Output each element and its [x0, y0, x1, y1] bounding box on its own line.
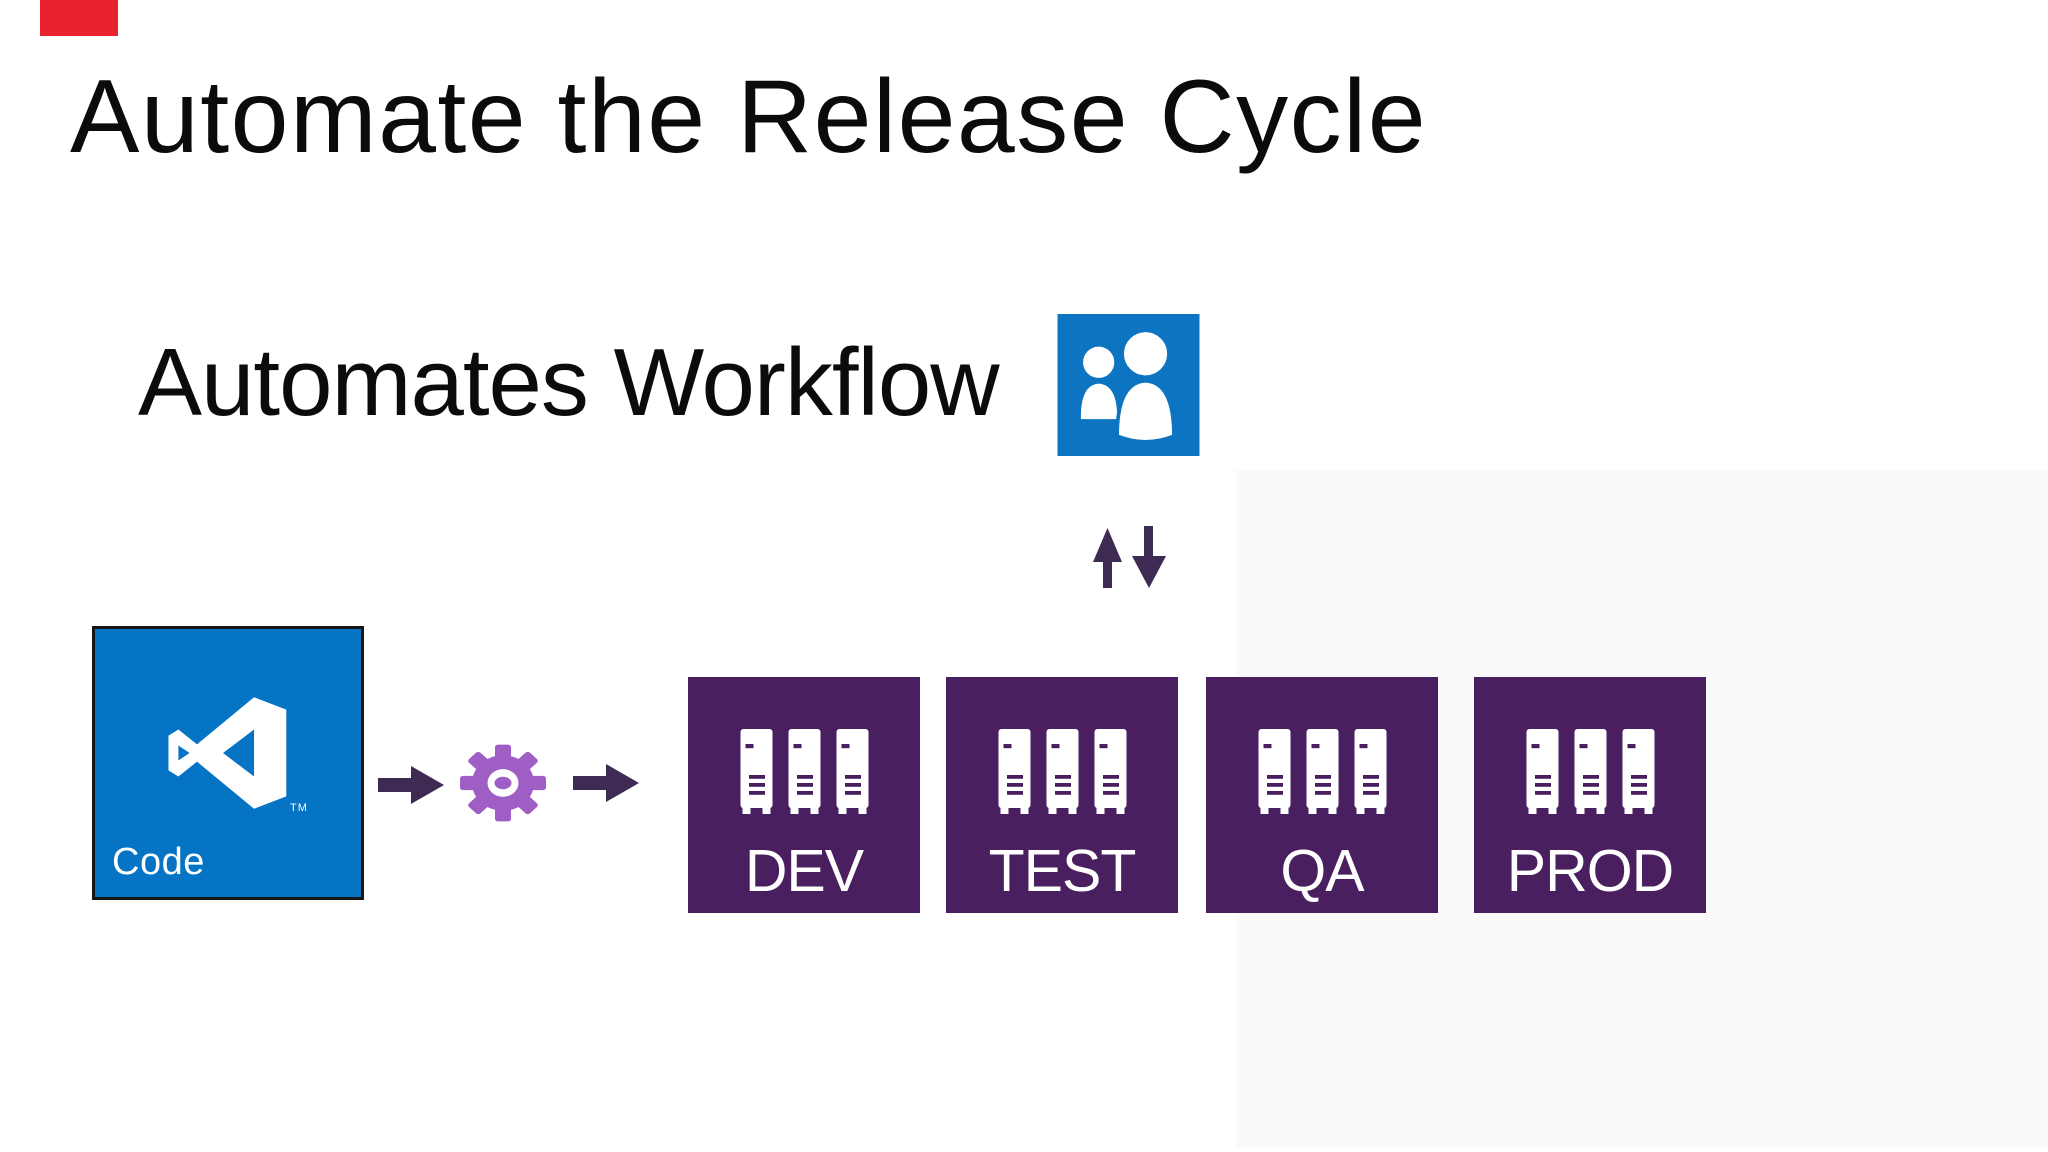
env-label-test: TEST [988, 838, 1137, 904]
server-rack-icon [788, 729, 821, 814]
server-rack-icon [740, 729, 773, 814]
up-down-arrows-icon [1093, 526, 1166, 588]
env-label-qa: QA [1280, 838, 1364, 904]
corner-red-marker [40, 0, 118, 36]
server-rack-icon [1258, 729, 1291, 814]
visual-studio-logo-icon [168, 697, 287, 809]
server-rack-icon [836, 729, 869, 814]
server-rack-icon [1306, 729, 1339, 814]
server-rack-icons [946, 729, 1178, 817]
env-tile-test: TEST [946, 677, 1178, 913]
env-tile-prod: PROD [1474, 677, 1706, 913]
server-rack-icon [1574, 729, 1607, 814]
trademark-label: TM [290, 802, 308, 814]
server-rack-icon [1094, 729, 1127, 814]
flow-arrow-icon [378, 766, 444, 804]
visual-studio-code-tile: TM Code [92, 626, 364, 900]
team-users-icon [1057, 314, 1200, 456]
env-label-prod: PROD [1506, 838, 1674, 904]
server-rack-icons [688, 729, 920, 817]
env-tile-qa: QA [1206, 677, 1438, 913]
env-tile-dev: DEV [688, 677, 920, 913]
server-rack-icon [1354, 729, 1387, 814]
server-rack-icon [1526, 729, 1559, 814]
server-rack-icons [1474, 729, 1706, 817]
flow-arrow-icon [573, 764, 639, 802]
server-rack-icon [1046, 729, 1079, 814]
server-rack-icon [1622, 729, 1655, 814]
slide-subtitle: Automates Workflow [138, 329, 1000, 436]
server-rack-icon [998, 729, 1031, 814]
automation-gear-icon [460, 744, 546, 822]
env-label-dev: DEV [744, 838, 864, 904]
server-rack-icons [1206, 729, 1438, 817]
slide-title: Automate the Release Cycle [70, 59, 1428, 175]
code-tile-label: Code [112, 841, 205, 883]
